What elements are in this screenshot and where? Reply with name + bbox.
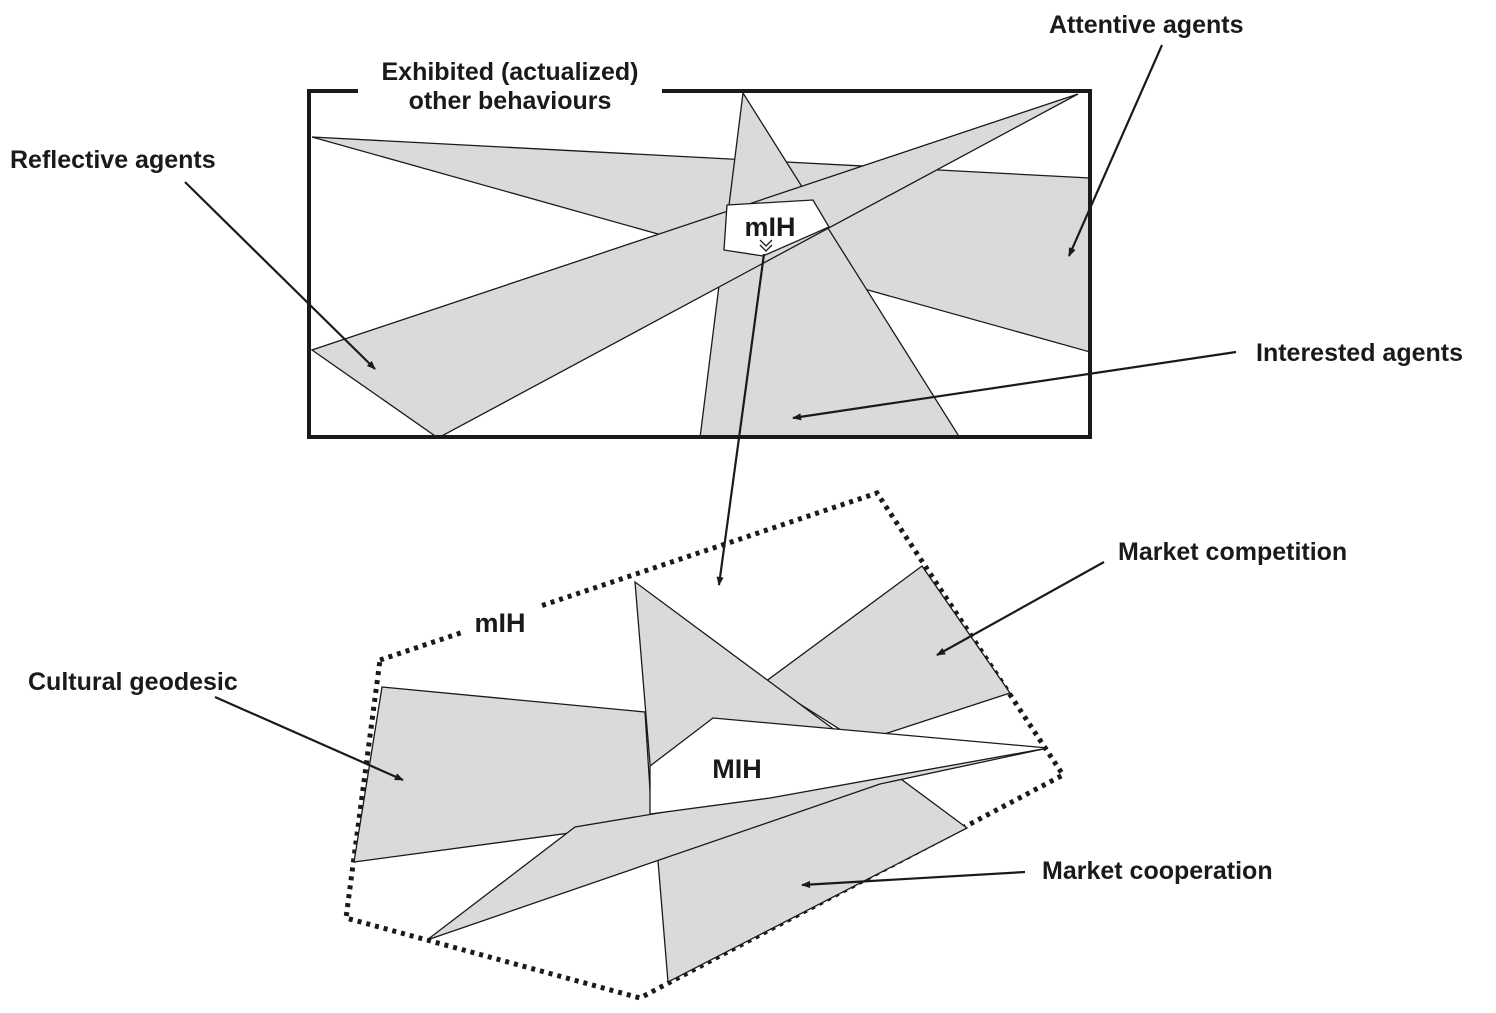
market-competition-arrow	[936, 561, 1105, 656]
interested-agents-arrow	[792, 350, 1237, 421]
market-cooperation-arrow	[801, 870, 1026, 889]
upper-panel: Exhibited (actualized) other behaviours …	[307, 58, 1092, 439]
attentive-agents-arrow	[1067, 44, 1164, 257]
exhibited-label-line1: Exhibited (actualized)	[382, 58, 639, 86]
cultural-geodesic-label: Cultural geodesic	[28, 668, 238, 696]
mih-small-hole	[723, 199, 830, 257]
mih-large-label: MIH	[712, 754, 762, 784]
cultural-geodesic-arrow	[214, 695, 404, 782]
reflective-agents-region	[310, 93, 1079, 437]
attentive-agents-label: Attentive agents	[1049, 11, 1243, 39]
mih-large-hole	[649, 717, 1049, 815]
market-competition-label: Market competition	[1118, 538, 1347, 566]
chevron-down-icon	[759, 239, 773, 252]
mih-link-arrow	[716, 253, 766, 586]
mih-small-top-label: mIH	[744, 212, 795, 242]
exhibited-label-line2: other behaviours	[409, 87, 612, 115]
exhibited-behaviours-frame	[307, 89, 1092, 439]
mih-small-bottom-label: mIH	[474, 608, 525, 638]
market-cooperation-label: Market cooperation	[1042, 857, 1273, 885]
reflective-agents-label: Reflective agents	[10, 146, 216, 174]
interested-agents-label: Interested agents	[1256, 339, 1463, 367]
reflective-agents-arrow	[184, 181, 376, 370]
lower-panel: mIH MIH	[343, 490, 1067, 1001]
frame-label-gap	[358, 80, 662, 120]
boundary-label-gap	[462, 600, 540, 642]
